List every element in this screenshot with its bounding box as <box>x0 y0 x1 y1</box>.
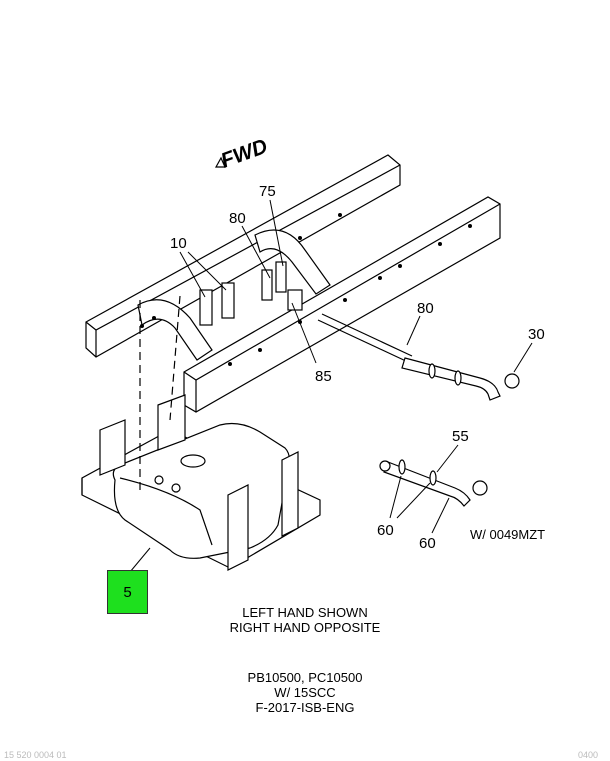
callout-85: 85 <box>315 368 332 385</box>
callout-10: 10 <box>170 235 187 252</box>
fuel-tank-assembly <box>81 295 321 571</box>
model-note-line3: F-2017-ISB-ENG <box>255 700 355 715</box>
model-note: PB10500, PC10500 W/ 15SCC F-2017-ISB-ENG <box>205 670 405 715</box>
part-5-highlight-box[interactable]: 5 <box>107 570 148 614</box>
footer-left-code: 15 520 0004 01 <box>4 750 67 760</box>
reference-note: W/ 0049MZT <box>470 527 546 542</box>
callout-80-right: 80 <box>417 300 434 317</box>
callout-55: 55 <box>452 428 469 445</box>
fwd-indicator: FWD <box>214 135 271 173</box>
part-5-label: 5 <box>123 583 132 601</box>
callout-30: 30 <box>528 326 545 343</box>
fwd-label: FWD <box>218 135 271 173</box>
callout-60-bottom: 60 <box>419 535 436 552</box>
hose-assembly <box>379 459 488 507</box>
orientation-note-line2: RIGHT HAND OPPOSITE <box>229 620 381 635</box>
callout-80-top: 80 <box>229 210 246 227</box>
model-note-line2: W/ 15SCC <box>274 685 336 700</box>
frame-rails <box>85 154 501 413</box>
orientation-note-line1: LEFT HAND SHOWN <box>242 605 368 620</box>
model-note-line1: PB10500, PC10500 <box>247 670 363 685</box>
orientation-note: LEFT HAND SHOWN RIGHT HAND OPPOSITE <box>205 605 405 635</box>
callout-60-left: 60 <box>377 522 394 539</box>
leader-lines <box>129 199 533 573</box>
fuel-line-assembly <box>317 313 520 401</box>
callout-75: 75 <box>259 183 276 200</box>
footer-right-code: 0400 <box>578 750 599 760</box>
